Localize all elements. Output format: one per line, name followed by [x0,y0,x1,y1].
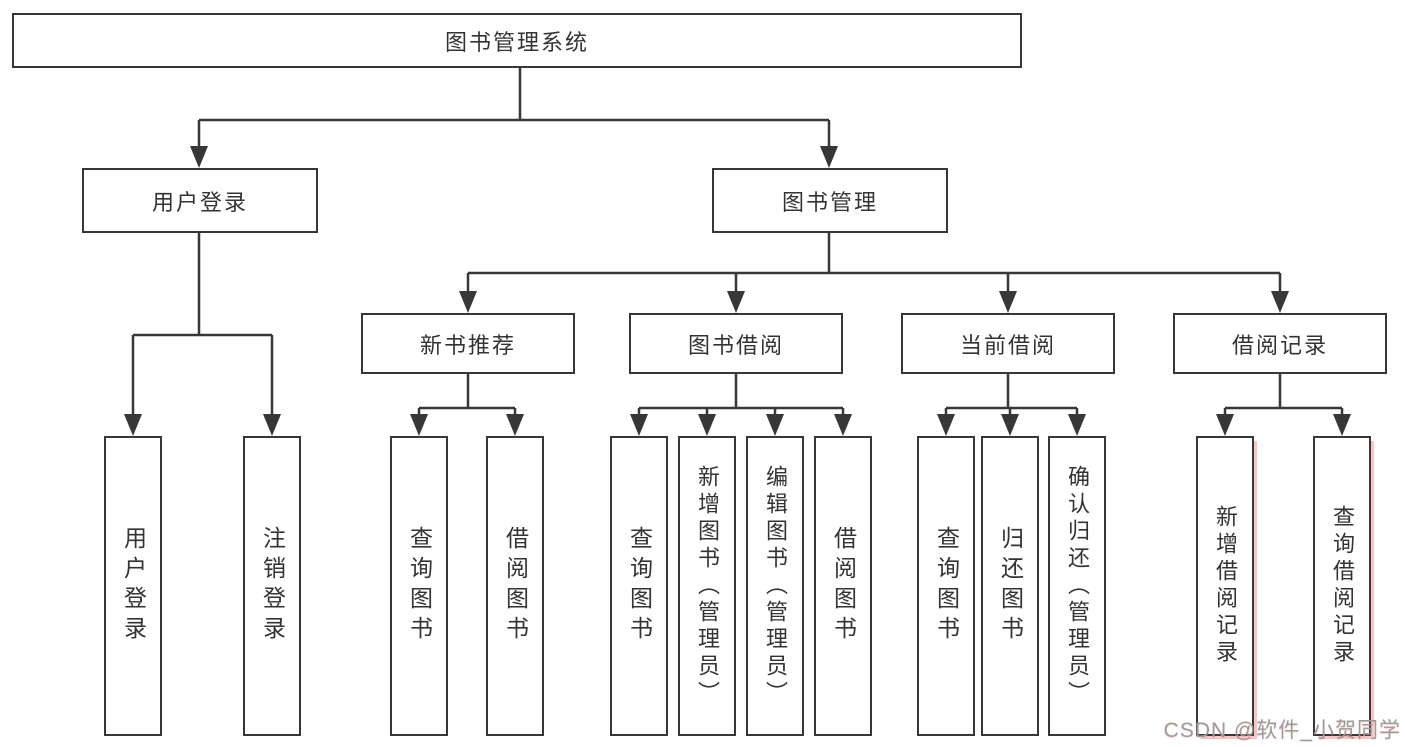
leaf-label: 查询借阅记录 [1330,505,1355,667]
leaf-query-books: 查询图书 [917,436,975,736]
node-label: 用户登录 [151,189,248,215]
arrowhead [1271,291,1289,313]
watermark: CSDN @软件_小贺同学 [1163,719,1401,742]
node-label: 图书借阅 [687,332,784,358]
leaf-query-books: 查询图书 [390,436,448,736]
arrowheads-level3 [459,291,1289,313]
arrowhead [1333,414,1351,436]
leaf-confirm-return-admin: 确认归还（管理员） [1048,436,1106,736]
leaf-label: 查询图书 [933,526,960,646]
arrowhead [834,414,852,436]
leaf-label: 新增图书（管理员） [695,464,720,708]
arrowhead [820,146,838,168]
arrowhead [630,414,648,436]
arrowhead [1001,414,1019,436]
arrowhead [506,414,524,436]
node-new-book-recommend: 新书推荐 [361,313,575,374]
arrowhead [410,414,428,436]
node-book-borrow: 图书借阅 [629,313,843,374]
leaf-borrow-books: 借阅图书 [814,436,872,736]
arrowhead [124,414,142,436]
connector-root-to-level2 [197,68,831,150]
node-label: 借阅记录 [1231,332,1328,358]
connector-currentborrow-leaves [944,374,1079,418]
connector-bookborrow-leaves [637,374,845,418]
node-label: 图书管理系统 [444,29,589,55]
arrowhead [1216,414,1234,436]
arrowhead [766,414,784,436]
arrowhead [263,414,281,436]
leaf-add-books-admin: 新增图书（管理员） [678,436,736,736]
node-label: 图书管理 [781,189,878,215]
arrowhead [727,291,745,313]
leaf-query-borrow-record: 查询借阅记录 [1313,436,1371,736]
connector-bookmgmt-to-level3 [466,233,1282,295]
arrowhead [999,291,1017,313]
node-borrow-records: 借阅记录 [1173,313,1387,374]
connector-newbook-leaves [417,374,517,418]
leaf-add-borrow-record: 新增借阅记录 [1196,436,1254,736]
leaf-return-books: 归还图书 [981,436,1039,736]
leaf-edit-books-admin: 编辑图书（管理员） [746,436,804,736]
leaf-label: 确认归还（管理员） [1065,464,1090,708]
node-book-management: 图书管理 [712,168,948,233]
leaf-label: 编辑图书（管理员） [763,464,788,708]
connector-userlogin-leaves [131,233,274,418]
leaf-label: 借阅图书 [830,526,857,646]
node-library-system: 图书管理系统 [12,13,1022,68]
arrowheads-leaves [124,414,1351,436]
arrowhead [190,146,208,168]
leaf-logout: 注销登录 [243,436,301,736]
arrowheads-level2 [190,146,838,168]
leaf-user-login: 用户登录 [104,436,162,736]
leaf-label: 借阅图书 [502,526,529,646]
leaf-label: 注销登录 [259,526,286,646]
leaf-label: 新增借阅记录 [1213,505,1238,667]
arrowhead [937,414,955,436]
leaf-label: 查询图书 [626,526,653,646]
arrowhead [459,291,477,313]
node-label: 当前借阅 [959,332,1056,358]
arrowhead [698,414,716,436]
leaf-borrow-books: 借阅图书 [486,436,544,736]
leaf-label: 查询图书 [406,526,433,646]
arrowhead [1068,414,1086,436]
node-label: 新书推荐 [419,332,516,358]
node-user-login: 用户登录 [82,168,318,233]
leaf-label: 用户登录 [120,526,147,646]
leaf-label: 归还图书 [997,526,1024,646]
connector-records-leaves [1223,374,1344,418]
node-current-borrow: 当前借阅 [901,313,1115,374]
leaf-query-books: 查询图书 [610,436,668,736]
